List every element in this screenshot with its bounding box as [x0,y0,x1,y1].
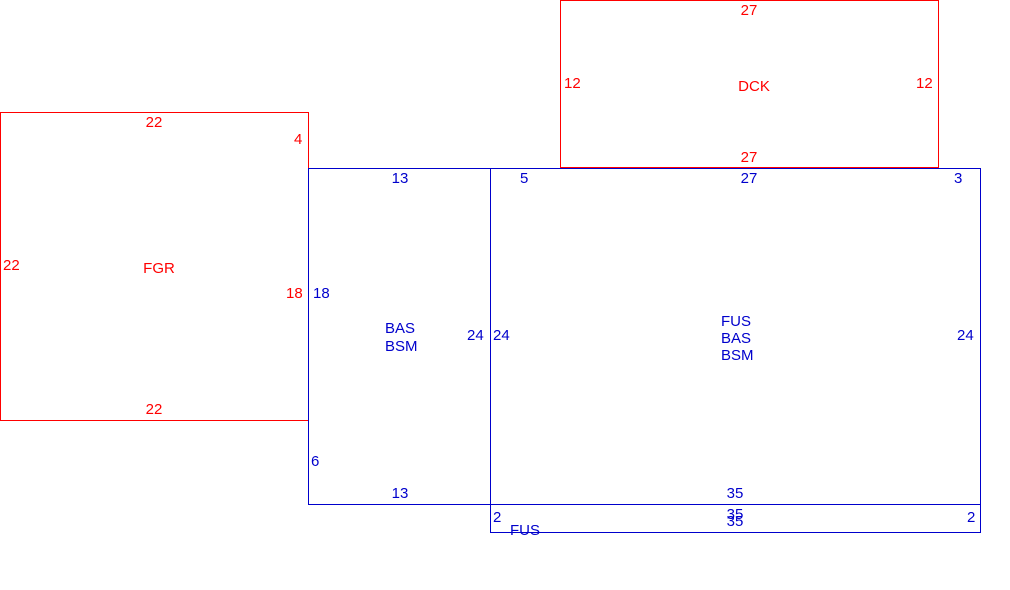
bas-left-left-bottom-dim: 6 [311,453,320,470]
main-top-dim: 27 [740,170,758,187]
main-label-1: FUS [721,313,751,330]
fus-strip-label: FUS [510,522,540,539]
dck-bottom-dim: 27 [740,149,758,166]
bas-left-label-1: BAS [385,320,416,337]
main-right-dim: 24 [957,327,974,344]
bas-left-label-2: BSM [385,338,418,355]
bas-left-right-dim: 24 [467,327,484,344]
fgr-right-top-dim: 4 [294,131,303,148]
fus-strip-bottom-dim: 35 [726,513,744,530]
fgr-top-dim: 22 [145,114,163,131]
fus-strip-right-dim: 2 [967,509,976,526]
main-label-2: BAS [721,330,752,347]
main-label-3: BSM [721,347,754,364]
fgr-bottom-dim: 22 [145,401,163,418]
dck-right-dim: 12 [916,75,933,92]
main-top-left-dim: 5 [520,170,529,187]
bas-left-top-dim: 13 [391,170,409,187]
dck-left-dim: 12 [564,75,581,92]
dck-label: DCK [738,78,770,95]
fgr-label: FGR [143,260,175,277]
fus-strip-top-dim: 35 [726,506,744,523]
fus-strip-outline [490,504,981,533]
dck-top-dim: 27 [740,2,758,19]
dck-outline [560,0,939,168]
main-bottom-dim: 35 [726,485,744,502]
main-left-dim: 24 [493,327,510,344]
main-top-right-dim: 3 [954,170,963,187]
bas-left-left-dim: 18 [313,285,330,302]
fus-strip-left-dim: 2 [493,509,502,526]
fgr-right-dim: 18 [286,285,303,302]
bas-left-bottom-dim: 13 [391,485,409,502]
fgr-left-dim: 22 [3,257,20,274]
